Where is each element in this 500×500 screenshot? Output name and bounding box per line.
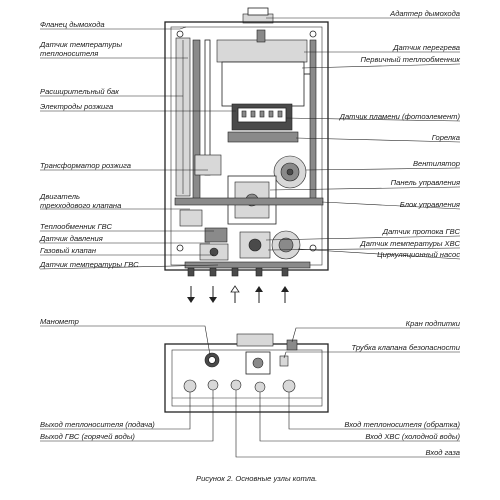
boiler-bottom-view: [164, 333, 329, 413]
flue-adapter-top: [247, 7, 269, 16]
label-pressure-sensor: Датчик давления: [39, 234, 103, 243]
label-cold-water-temp-sensor: Датчик температуры ХВС: [359, 239, 460, 248]
fitting-coolant-in: [282, 379, 296, 393]
label-flame-sensor: Датчик пламени (фотоэлемент): [339, 112, 461, 121]
label-safety-valve-tube: Трубка клапана безопасности: [352, 343, 461, 352]
three-way-motor-shape: [179, 209, 203, 227]
label-cold-water-in: Вход ХВС (холодной воды): [365, 432, 460, 441]
label-dhw-flow-sensor: Датчик протока ГВС: [382, 227, 461, 236]
label-control-panel: Панель управления: [391, 178, 460, 187]
label-dhw-temp-sensor: Датчик температуры ГВС: [39, 260, 139, 269]
label-coolant-out: Выход теплоносителя (подача): [40, 420, 155, 429]
label-primary-hx: Первичный теплообменник: [361, 55, 461, 64]
right-pipe: [309, 39, 317, 201]
label-ignition-transformer: Трансформатор розжига: [40, 161, 131, 170]
distribution-pipe: [174, 197, 324, 206]
label-fill-valve: Кран подпитки: [406, 319, 461, 328]
label-flange: Фланец дымохода: [40, 20, 105, 29]
label-control-unit: Блок управления: [400, 200, 460, 209]
label-expansion-tank: Расширительный бак: [40, 87, 119, 96]
label-gas-in: Вход газа: [426, 448, 460, 457]
arrow-coolant-out: [187, 286, 195, 303]
label-gas-valve: Газовый клапан: [40, 246, 97, 255]
label-ignition-electrodes: Электроды розжига: [40, 102, 113, 111]
arrow-gas-in: [230, 285, 240, 303]
left-pipe: [192, 39, 201, 201]
flow-arrows: [187, 285, 289, 303]
fill-valve-shape: [286, 339, 298, 351]
fitting-coolant-out: [183, 379, 197, 393]
burner-shape: [227, 131, 299, 143]
flue-hood: [216, 39, 308, 63]
label-flue-adapter: Адаптер дымохода: [389, 9, 460, 18]
label-dhw-hx: Теплообменник ГВС: [40, 222, 113, 231]
figure-caption: Рисунок 2. Основные узлы котла.: [196, 474, 317, 483]
leader-lines: [39, 17, 461, 458]
burner-slots: [241, 110, 283, 118]
boiler-front-view: [164, 7, 329, 277]
label-overheat-sensor: Датчик перегрева: [392, 43, 460, 52]
primary-heat-exchanger-shape: [221, 61, 305, 107]
label-coolant-in: Вход теплоносителя (обратка): [344, 420, 460, 429]
dhw-hx-shape: [204, 227, 228, 243]
label-manometer: Манометр: [40, 317, 79, 326]
arrow-cold-water-in: [255, 286, 263, 303]
fitting-gas: [230, 379, 242, 391]
bottom-manifold: [184, 261, 311, 269]
arrow-coolant-in: [281, 286, 289, 303]
safety-valve-tube-shape: [279, 355, 289, 367]
arrow-dhw-out: [209, 286, 217, 303]
fitting-dhw-out: [207, 379, 219, 391]
label-dhw-out: Выход ГВС (горячей воды): [40, 432, 135, 441]
label-circulation-pump: Циркуляционный насос: [377, 250, 460, 259]
fitting-cold-water: [254, 381, 266, 393]
boiler-casing: [164, 21, 329, 271]
label-burner: Горелка: [432, 133, 460, 142]
label-fan: Вентилятор: [413, 159, 460, 168]
ignition-transformer-shape: [194, 154, 222, 176]
bottom-flue: [236, 333, 274, 347]
